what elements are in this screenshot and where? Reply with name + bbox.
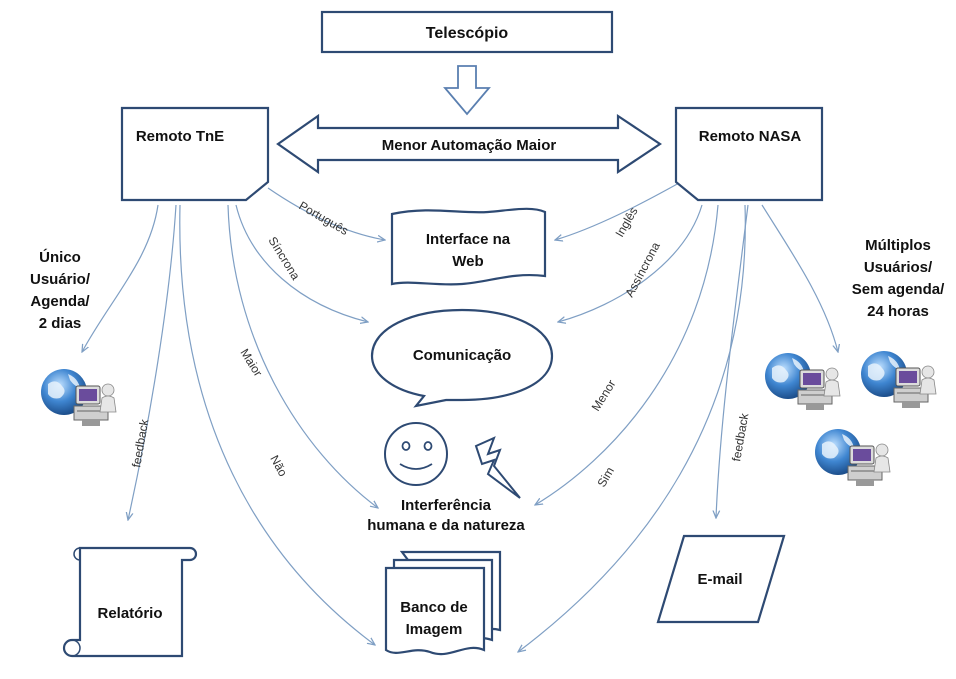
report-node: Relatório	[62, 546, 198, 658]
right-label-line3: Sem agenda/	[852, 281, 945, 298]
flow-nasa-to-interference	[535, 204, 719, 505]
telescope-node: Telescópio	[320, 10, 614, 54]
edge-label-sim: Sim	[594, 465, 616, 490]
automation-double-arrow: Menor Automação Maior	[276, 113, 662, 175]
flow-tne-to-communication	[235, 204, 368, 322]
edge-label-sincrona: Síncrona	[265, 234, 302, 282]
flow-nasa-to-email	[716, 204, 749, 518]
flow-nasa-to-right-users	[761, 204, 838, 352]
flow-tne-to-left-users	[82, 204, 159, 352]
left-label-line4: 2 dias	[39, 315, 82, 332]
interface-node: Interface na Web	[390, 207, 547, 286]
edge-label-feedback-right: feedback	[729, 411, 751, 462]
right-label-line1: Múltiplos	[865, 237, 931, 254]
interface-label-line1: Interface na	[426, 231, 511, 248]
flow-tne-to-interference	[227, 204, 378, 508]
flow-tne-to-image-bank	[179, 204, 375, 645]
right-label-line2: Usuários/	[864, 259, 933, 276]
left-label-line3: Agenda/	[30, 293, 90, 310]
computer-user-globe-icon-left	[40, 368, 117, 427]
automation-label: Menor Automação Maior	[382, 137, 557, 154]
flow-tne-to-report	[128, 204, 177, 520]
left-user-mode-label: Único Usuário/ Agenda/ 2 dias	[30, 248, 91, 332]
edge-label-nao: Não	[267, 453, 290, 479]
interface-label-line2: Web	[452, 253, 483, 270]
computer-user-globe-icon-right-3	[814, 428, 891, 487]
right-label-line4: 24 horas	[867, 303, 929, 320]
smiley-face-icon	[384, 422, 448, 486]
report-label: Relatório	[97, 605, 162, 622]
email-label: E-mail	[697, 571, 742, 588]
edge-label-portugues: Português	[297, 198, 351, 237]
down-arrow	[443, 65, 491, 116]
telescope-label: Telescópio	[426, 25, 509, 42]
image-bank-label-line2: Imagem	[406, 621, 463, 638]
flow-tne-to-interface	[267, 187, 385, 240]
email-node: E-mail	[656, 534, 786, 624]
edge-label-maior: Maior	[237, 346, 265, 379]
left-label-line1: Único	[39, 248, 81, 266]
edge-label-feedback-left: feedback	[129, 417, 151, 468]
left-label-line2: Usuário/	[30, 271, 91, 288]
computer-user-globe-icon-right-1	[764, 352, 841, 411]
flow-nasa-to-image-bank	[518, 204, 746, 652]
communication-node: Comunicação	[370, 308, 554, 408]
flow-nasa-to-communication	[558, 204, 703, 322]
communication-label: Comunicação	[413, 347, 511, 364]
remote-nasa-node: Remoto NASA	[674, 106, 824, 202]
lightning-icon	[474, 436, 521, 499]
remote-tne-label: Remoto TnE	[136, 128, 224, 145]
flow-nasa-to-interface	[555, 177, 689, 240]
remote-nasa-label: Remoto NASA	[699, 128, 802, 145]
right-user-mode-label: Múltiplos Usuários/ Sem agenda/ 24 horas	[852, 237, 945, 320]
image-bank-node: Banco de Imagem	[384, 550, 502, 656]
computer-user-globe-icon-right-2	[860, 350, 937, 409]
image-bank-label-line1: Banco de	[400, 599, 468, 616]
edge-label-menor: Menor	[589, 377, 619, 413]
interference-label-line2: humana e da natureza	[367, 517, 525, 534]
remote-tne-node: Remoto TnE	[120, 106, 270, 202]
edge-label-ingles: Inglês	[612, 205, 640, 240]
edge-label-assincrona: Assíncrona	[622, 240, 663, 300]
interference-label-line1: Interferência	[401, 497, 492, 514]
flow-lines	[82, 177, 838, 652]
